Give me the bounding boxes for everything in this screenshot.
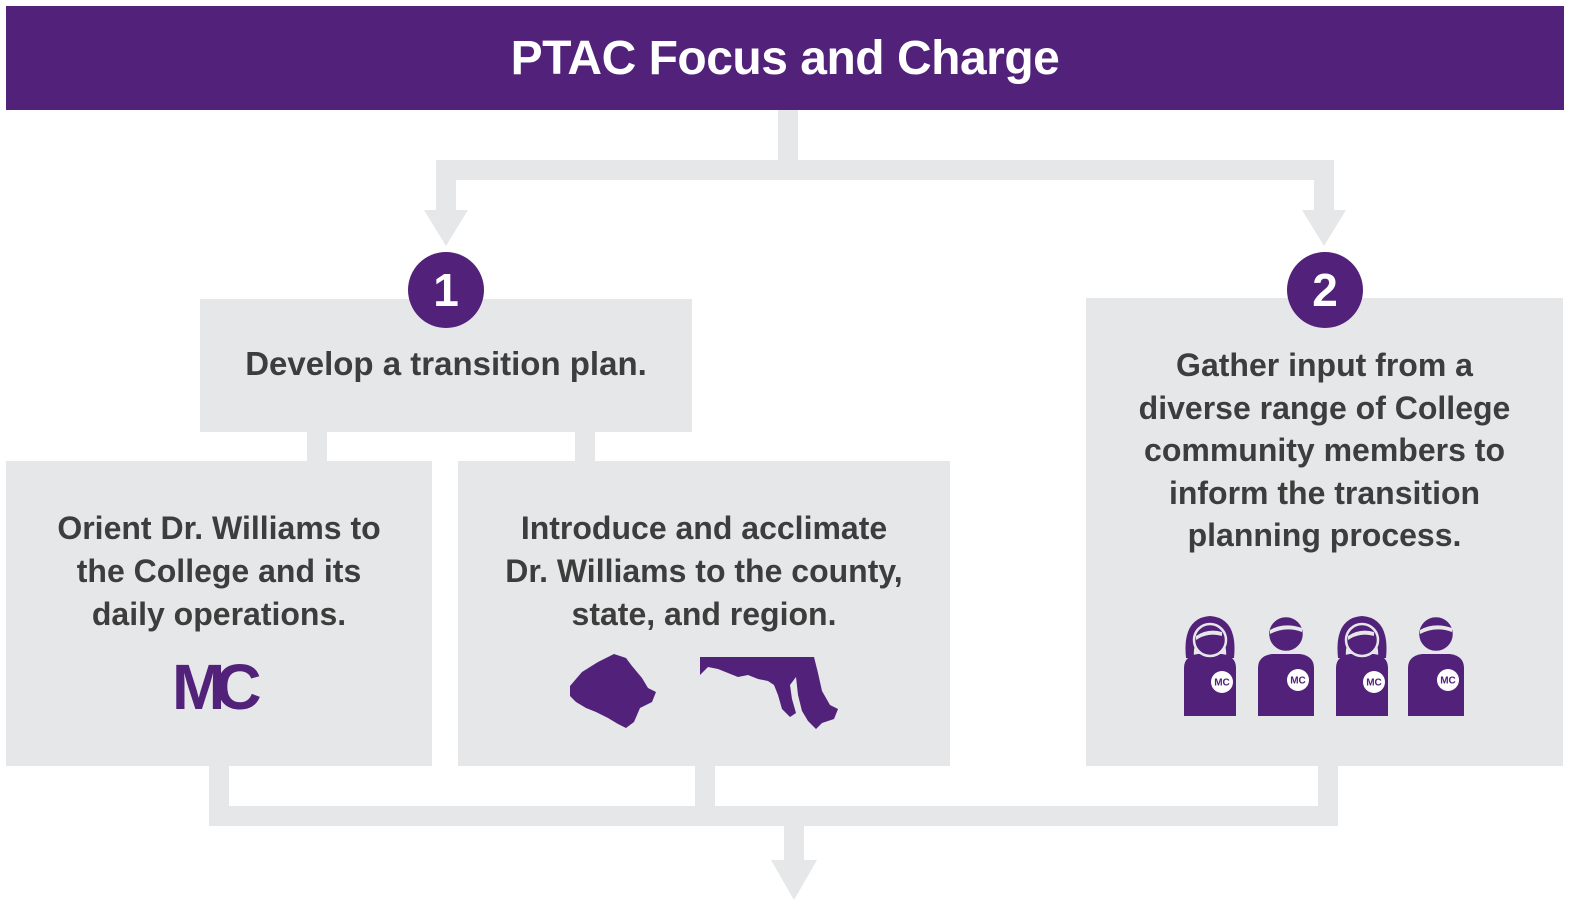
person-4-icon xyxy=(1406,614,1466,718)
mc-logo-text: MC xyxy=(172,651,261,723)
person-3-badge: MC xyxy=(1366,678,1382,689)
goal-1-text: Develop a transition plan. xyxy=(245,345,647,382)
person-3-icon xyxy=(1334,614,1390,718)
goal-1-number: 1 xyxy=(433,264,459,316)
person-1-icon xyxy=(1182,614,1238,718)
page-title-banner: PTAC Focus and Charge xyxy=(6,6,1564,110)
person-2-badge: MC xyxy=(1290,676,1306,687)
mc-logo-icon: MC xyxy=(172,655,272,719)
subgoal-orient-box: Orient Dr. Williams to the College and i… xyxy=(6,461,432,766)
goal-2-text: Gather input from a diverse range of Col… xyxy=(1138,347,1511,553)
subgoal-orient-text: Orient Dr. Williams to the College and i… xyxy=(57,510,381,632)
goal-1-number-badge: 1 xyxy=(408,252,484,328)
person-1-badge: MC xyxy=(1214,678,1230,689)
person-2-icon xyxy=(1256,614,1316,718)
person-4-badge: MC xyxy=(1440,676,1456,687)
subgoal-introduce-text: Introduce and acclimate Dr. Williams to … xyxy=(505,510,903,632)
goal-2-number-badge: 2 xyxy=(1287,252,1363,328)
goal-2-number: 2 xyxy=(1312,264,1338,316)
county-map-icon xyxy=(570,654,656,728)
people-group-icon: MC MC MC MC xyxy=(1182,614,1466,718)
page-title: PTAC Focus and Charge xyxy=(510,31,1060,85)
subgoal-introduce-box: Introduce and acclimate Dr. Williams to … xyxy=(458,461,950,766)
state-map-icon xyxy=(700,657,838,729)
goal-1-box: Develop a transition plan. xyxy=(200,299,692,432)
goal-2-box: Gather input from a diverse range of Col… xyxy=(1086,298,1563,766)
